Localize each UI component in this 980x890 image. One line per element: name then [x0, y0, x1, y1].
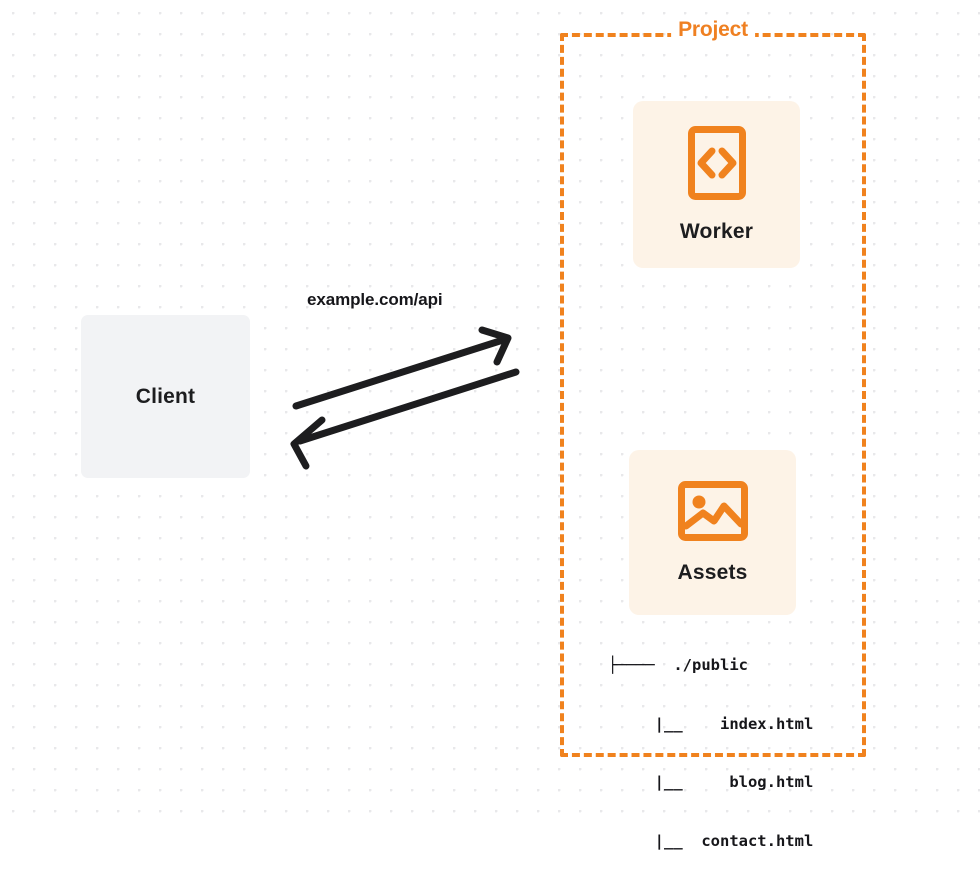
client-label: Client [135, 384, 196, 408]
tree-row: |__ index.html [608, 714, 814, 733]
code-brackets-icon [687, 125, 747, 206]
assets-label: Assets [677, 561, 748, 584]
tree-row: |__ contact.html [608, 831, 814, 850]
assets-file-tree: ├──── ./public |__ index.html |__ blog.h… [608, 617, 813, 890]
arrow-right-icon [292, 326, 512, 410]
connection-label: example.com/api [307, 290, 443, 309]
arrow-left-icon [290, 368, 520, 470]
project-container[interactable]: Project Worker Assets [560, 18, 866, 850]
image-picture-icon [677, 480, 749, 547]
tree-row: ├──── ./public [608, 656, 748, 674]
worker-label: Worker [679, 220, 754, 243]
tree-row: |__ blog.html [608, 773, 814, 791]
project-title: Project [671, 18, 755, 42]
assets-card[interactable]: Assets [629, 450, 796, 615]
diagram-canvas: Client example.com/api Project [0, 0, 980, 850]
client-node[interactable]: Client [81, 315, 250, 478]
worker-card[interactable]: Worker [633, 101, 800, 268]
